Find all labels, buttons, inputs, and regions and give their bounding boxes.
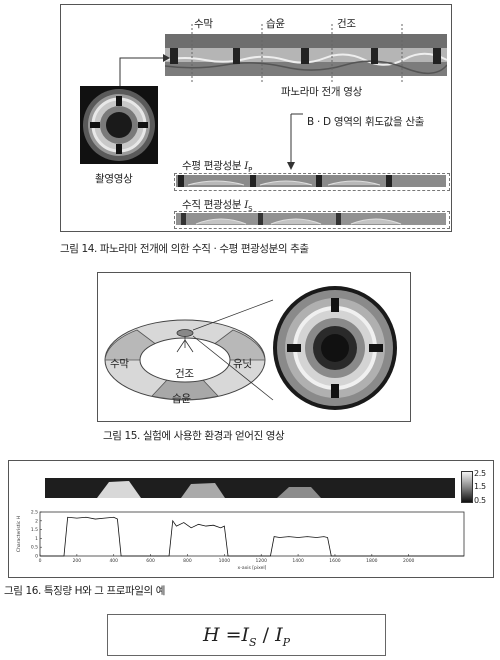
y-tick-label: 0: [35, 554, 38, 560]
horizontal-symbol-sub: P: [248, 166, 253, 175]
y-tick-label: 1: [35, 536, 38, 542]
x-tick-label: 1600: [329, 558, 341, 564]
y-axis-label: Characteristic H: [16, 516, 22, 552]
ring-label-unit: 유닛: [233, 358, 252, 370]
y-tick-label: 2.5: [31, 510, 38, 516]
vertical-symbol-sub: S: [248, 205, 253, 214]
vertical-strip-frame: [174, 211, 450, 229]
calc-label: B · D 영역의 휘도값을 산출: [307, 116, 425, 128]
x-tick-label: 1000: [219, 558, 231, 564]
captured-image-label: 촬영영상: [95, 173, 133, 185]
formula-denominator-sub: P: [282, 635, 291, 649]
vertical-strip: [176, 213, 446, 225]
vertical-symbol: I: [244, 199, 249, 211]
colorbar-tick-top: 2.5: [474, 469, 486, 478]
ring-label-dry: 건조: [175, 368, 194, 380]
colorbar-tick-bottom: 0.5: [474, 496, 486, 505]
horizontal-symbol: I: [244, 160, 249, 172]
x-axis-label: x-axis [pixel]: [238, 565, 267, 571]
panorama-separator-lines: [191, 24, 403, 82]
arrow-image-to-panorama: [119, 54, 170, 86]
x-tick-label: 400: [109, 558, 118, 564]
figure-15-ring-diagram: [104, 286, 397, 410]
characteristic-heatmap-art: [45, 478, 455, 498]
colorbar: [461, 471, 473, 503]
vertical-component-label: 수직 편광성분 IS: [182, 197, 253, 214]
ring-label-wet-film: 수막: [110, 358, 129, 370]
x-tick-label: 2000: [403, 558, 415, 564]
x-tick-label: 1200: [255, 558, 267, 564]
formula-lhs: H: [202, 624, 220, 646]
panorama-strip: [165, 34, 447, 76]
vertical-component-text: 수직 편광성분: [182, 199, 242, 211]
y-tick-label: 0.5: [31, 545, 38, 551]
zone-label-wet: 습윤: [266, 18, 285, 30]
x-tick-label: 1400: [292, 558, 304, 564]
profile-chart: 0 200 400 600 800 1000 1200 1400 1600 1800 2000 0 0.…: [16, 510, 465, 571]
x-tick-label: 1800: [366, 558, 378, 564]
characteristic-heatmap-strip: [45, 478, 455, 498]
x-tick-label: 200: [73, 558, 82, 564]
figure-14-caption: 그림 14. 파노라마 전개에 의한 수직 · 수평 편광성분의 추출: [60, 243, 309, 255]
h-profile-line: [40, 516, 464, 557]
colorbar-tick-mid: 1.5: [474, 482, 486, 491]
formula-denominator: I: [275, 624, 283, 646]
horizontal-strip-art: [176, 175, 446, 187]
captured-image: [80, 86, 158, 164]
formula-box: H =IS / IP: [107, 614, 386, 656]
horizontal-component-text: 수평 편광성분: [182, 160, 242, 172]
figure-16-caption: 그림 16. 특징량 H와 그 프로파일의 예: [4, 585, 165, 597]
arrow-calc-down: [287, 113, 303, 170]
x-tick-label: 0: [39, 558, 42, 564]
horizontal-strip: [176, 175, 446, 187]
formula-slash: /: [262, 624, 270, 646]
y-tick-label: 1.5: [31, 527, 38, 533]
y-tick-label: 2: [35, 518, 38, 524]
formula-equals: =: [225, 624, 242, 646]
zone-label-wet-film: 수막: [194, 18, 213, 30]
horizontal-strip-frame: [174, 173, 450, 191]
zone-label-dry: 건조: [337, 18, 356, 30]
panorama-strip-art: [165, 34, 447, 76]
x-tick-label: 600: [146, 558, 155, 564]
formula-numerator-sub: S: [249, 635, 257, 649]
vertical-strip-art: [176, 213, 446, 225]
captured-image-art: [83, 89, 155, 161]
x-tick-label: 800: [183, 558, 192, 564]
plot-area: [39, 511, 465, 557]
panorama-label: 파노라마 전개 영상: [281, 86, 362, 98]
figure-15-caption: 그림 15. 실험에 사용한 환경과 얻어진 영상: [103, 430, 285, 442]
ring-label-wet: 습윤: [172, 393, 191, 405]
horizontal-component-label: 수평 편광성분 IP: [182, 158, 252, 174]
formula-numerator: I: [241, 624, 250, 646]
formula: H =IS / IP: [108, 624, 385, 649]
